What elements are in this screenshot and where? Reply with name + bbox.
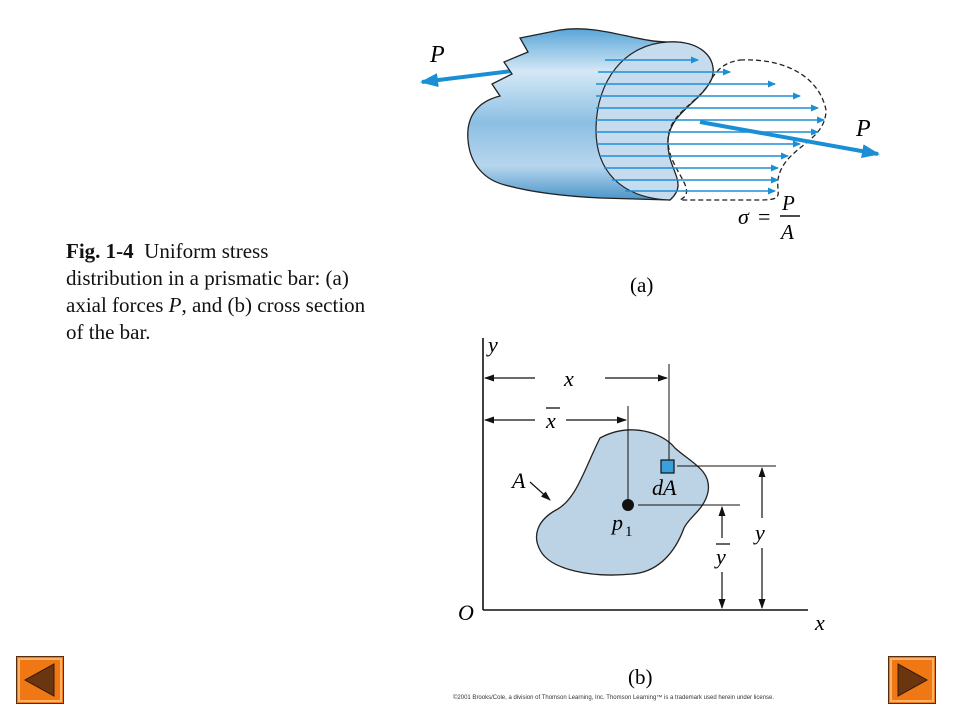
figure-a-label: (a)	[630, 273, 653, 297]
equals-sign: =	[758, 204, 770, 229]
figure-b-label: (b)	[628, 665, 653, 689]
sigma-symbol: σ	[738, 204, 750, 229]
element-da	[660, 459, 675, 474]
cut-face	[595, 41, 714, 201]
figure-number: Fig. 1-4	[66, 239, 134, 263]
dim-ybar-label: y	[714, 544, 726, 569]
triangle-right-icon	[888, 656, 936, 704]
element-da-label: dA	[652, 475, 677, 500]
cross-section-area	[535, 429, 710, 576]
triangle-left-icon	[16, 656, 64, 704]
force-arrow-right	[699, 120, 880, 159]
next-slide-button[interactable]	[888, 656, 936, 704]
formula-numerator: P	[781, 191, 795, 215]
force-label-right: P	[855, 116, 871, 142]
caption-var-p: P	[168, 293, 182, 317]
copyright-notice: ©2001 Brooks/Cole, a division of Thomson…	[453, 695, 775, 701]
y-axis-label: y	[486, 332, 498, 357]
stress-arrows	[596, 56, 825, 195]
caption-text-1: Uniform stress distribution in a prismat…	[66, 239, 349, 317]
dim-y-label: y	[753, 520, 765, 545]
centroid-subscript: 1	[625, 524, 633, 540]
origin-label: O	[458, 600, 474, 625]
force-arrow-left	[420, 68, 521, 88]
area-arrow	[529, 481, 551, 501]
centroid-point	[622, 499, 634, 511]
caption-text-2: , and (b) cross section of the bar.	[66, 293, 366, 344]
figure-caption: Fig. 1-4 Uniform stress distribution in …	[66, 238, 366, 346]
dim-x-label: x	[563, 366, 574, 391]
force-label-left: P	[429, 42, 445, 68]
figure-b: y O x x x dA A p 1 y	[458, 332, 825, 689]
area-label: A	[510, 468, 526, 493]
dim-xbar-label: x	[545, 408, 556, 433]
figure-a: P P σ = P A (a)	[420, 28, 880, 297]
previous-slide-button[interactable]	[16, 656, 64, 704]
x-axis-label: x	[814, 610, 825, 635]
formula-denominator: A	[779, 220, 794, 244]
centroid-label: p	[610, 510, 623, 535]
